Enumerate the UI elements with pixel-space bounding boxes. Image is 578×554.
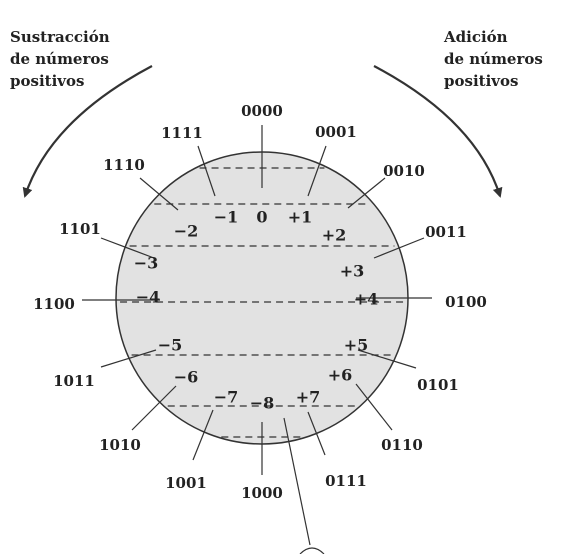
value-label-0011: +3 (340, 262, 365, 281)
spoke-line-1011 (100, 349, 157, 368)
value-label-1111: −1 (214, 208, 239, 227)
subtraction-arrow (22, 65, 153, 198)
code-label-1000: 1000 (241, 484, 283, 502)
spoke-line-0101 (357, 349, 417, 369)
codes-group: 0000000100100011010001010110011110001001… (33, 102, 487, 502)
spoke-line-1111 (197, 145, 216, 197)
value-label-0100: +4 (354, 290, 379, 309)
code-label-1101: 1101 (59, 220, 101, 238)
value-label-0001: +1 (288, 208, 313, 227)
pointer-line (283, 417, 311, 546)
value-label-1011: −5 (158, 336, 183, 355)
spoke-line-0111 (307, 411, 326, 456)
pointer-tip (299, 547, 325, 554)
value-label-0111: +7 (296, 388, 321, 407)
code-label-0000: 0000 (241, 102, 283, 120)
code-label-1001: 1001 (165, 474, 207, 492)
code-label-1100: 1100 (33, 295, 75, 313)
code-label-0101: 0101 (417, 376, 459, 394)
spoke-line-1010 (131, 385, 177, 431)
right-caption-line-3: positivos (444, 72, 518, 90)
code-label-1111: 1111 (161, 124, 203, 142)
value-label-1000: −8 (250, 394, 275, 413)
value-label-0101: +5 (344, 336, 369, 355)
values-group: 0 +1 +2 +3 +4 +5 +6 +7 −8 −7 −6 −5 −4 −3 −2 −1 (134, 208, 379, 413)
left-caption-line-1: Sustracción (10, 28, 110, 46)
value-label-0000: 0 (256, 208, 267, 227)
spoke-line-1110 (139, 177, 179, 211)
value-label-0110: +6 (328, 366, 353, 385)
code-label-0011: 0011 (425, 223, 467, 241)
spoke-line-1001 (192, 409, 214, 461)
code-label-1010: 1010 (99, 436, 141, 454)
code-label-0100: 0100 (445, 293, 487, 311)
code-label-0110: 0110 (381, 436, 423, 454)
spoke-line-0001 (307, 145, 327, 197)
right-caption-line-2: de números (444, 50, 543, 68)
value-label-1101: −3 (134, 254, 159, 273)
right-caption-line-1: Adición (443, 28, 508, 46)
spoke-line-0010 (347, 177, 386, 209)
spoke-line-0110 (355, 383, 393, 431)
value-label-1100: −4 (136, 288, 161, 307)
left-caption-line-2: de números (10, 50, 109, 68)
addition-arrow (373, 65, 503, 198)
code-label-0111: 0111 (325, 472, 367, 490)
spoke-line-0011 (373, 237, 425, 259)
code-label-1011: 1011 (53, 372, 95, 390)
spoke-line-1101 (100, 237, 155, 259)
code-label-0001: 0001 (315, 123, 357, 141)
left-caption-line-3: positivos (10, 72, 84, 90)
value-label-0010: +2 (322, 226, 347, 245)
code-label-1110: 1110 (103, 156, 145, 174)
spokes-group (82, 125, 432, 475)
value-label-1010: −6 (174, 368, 199, 387)
value-label-1001: −7 (214, 388, 239, 407)
value-label-1110: −2 (174, 222, 199, 241)
code-label-0010: 0010 (383, 162, 425, 180)
